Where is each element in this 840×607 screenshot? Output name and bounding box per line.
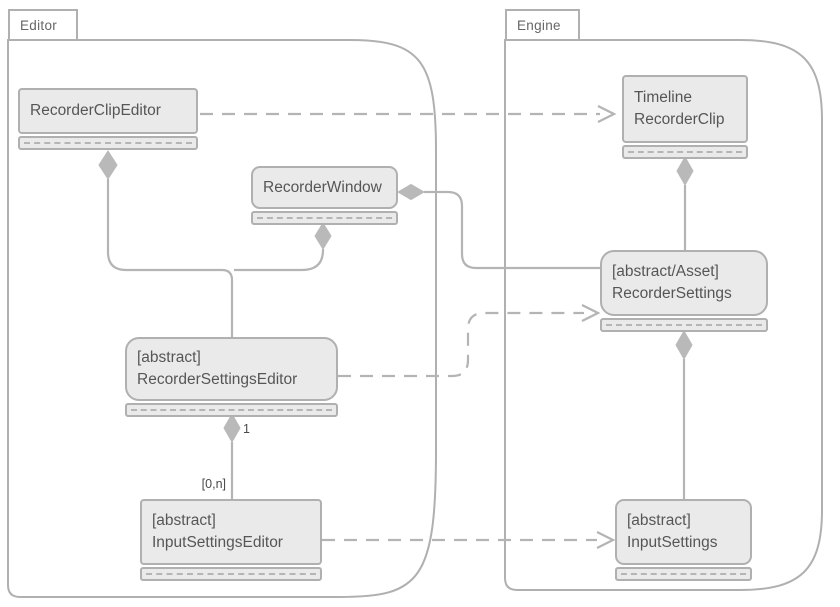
node-recorder-settings-editor-compartment bbox=[125, 403, 338, 417]
engine-package-outline bbox=[504, 39, 823, 591]
node-timeline-recorder-clip-compartment bbox=[622, 145, 748, 159]
node-recorder-clip-editor-title: RecorderClipEditor bbox=[18, 88, 198, 134]
node-stereotype: [abstract] bbox=[152, 512, 216, 529]
node-label-line2: RecorderClip bbox=[634, 111, 725, 128]
node-input-settings-editor-title: [abstract] InputSettingsEditor bbox=[140, 499, 322, 565]
node-label: RecorderSettingsEditor bbox=[137, 371, 298, 388]
node-input-settings-editor-compartment bbox=[140, 567, 322, 581]
node-label: RecorderClipEditor bbox=[30, 102, 161, 119]
edge-recorder-window-to-recorder-settings bbox=[424, 190, 600, 270]
node-stereotype: [abstract] bbox=[137, 349, 201, 366]
aggregation-diamond-settings-editor bbox=[223, 412, 241, 444]
aggregation-diamond-recorder-window-right bbox=[396, 183, 426, 201]
compartment-dash bbox=[24, 142, 192, 144]
node-input-settings-title: [abstract] InputSettings bbox=[615, 499, 752, 565]
compartment-dash bbox=[146, 573, 316, 575]
engine-package-label: Engine bbox=[517, 17, 561, 33]
editor-package-label: Editor bbox=[20, 17, 58, 33]
multiplicity-label-one: 1 bbox=[243, 422, 250, 436]
node-recorder-settings: [abstract/Asset] RecorderSettings bbox=[600, 250, 768, 332]
compartment-dash bbox=[257, 217, 392, 219]
node-input-settings-editor: [abstract] InputSettingsEditor bbox=[140, 499, 322, 581]
multiplicity-label-zero-n: [0,n] bbox=[201, 477, 226, 491]
node-recorder-window-compartment bbox=[251, 211, 398, 225]
node-stereotype: [abstract/Asset] bbox=[612, 263, 719, 280]
node-input-settings: [abstract] InputSettings bbox=[615, 499, 752, 581]
node-recorder-window-title: RecorderWindow bbox=[251, 166, 398, 209]
node-label: RecorderSettings bbox=[612, 285, 732, 302]
node-label: InputSettings bbox=[627, 534, 718, 551]
node-label-line1: Timeline bbox=[634, 89, 692, 106]
node-recorder-settings-editor-title: [abstract] RecorderSettingsEditor bbox=[125, 337, 338, 401]
edge-clip-editor-to-settings-editor bbox=[106, 179, 234, 337]
node-timeline-recorder-clip: Timeline RecorderClip bbox=[622, 75, 748, 159]
node-timeline-recorder-clip-title: Timeline RecorderClip bbox=[622, 75, 748, 143]
editor-package-outline bbox=[7, 39, 437, 598]
node-input-settings-compartment bbox=[615, 567, 752, 581]
aggregation-diamond-clip-editor bbox=[98, 150, 118, 180]
compartment-dash bbox=[131, 409, 332, 411]
aggregation-diamond-recorder-settings bbox=[675, 329, 693, 361]
aggregation-diamond-timeline-clip bbox=[676, 155, 694, 187]
compartment-dash bbox=[606, 324, 762, 326]
node-label: InputSettingsEditor bbox=[152, 534, 283, 551]
node-recorder-settings-editor: [abstract] RecorderSettingsEditor bbox=[125, 337, 338, 417]
node-label: RecorderWindow bbox=[263, 178, 382, 196]
node-recorder-clip-editor-compartment bbox=[18, 136, 198, 150]
compartment-dash bbox=[621, 573, 746, 575]
node-recorder-settings-title: [abstract/Asset] RecorderSettings bbox=[600, 250, 768, 316]
node-recorder-settings-compartment bbox=[600, 318, 768, 332]
node-stereotype: [abstract] bbox=[627, 512, 691, 529]
editor-package-tab: Editor bbox=[8, 9, 78, 41]
engine-package-tab: Engine bbox=[505, 9, 580, 41]
edge-recorder-window-to-settings-editor bbox=[234, 249, 325, 272]
node-recorder-window: RecorderWindow bbox=[251, 166, 398, 225]
open-arrowhead-input-settings bbox=[596, 531, 616, 549]
compartment-dash bbox=[628, 151, 742, 153]
open-arrowhead-recorder-settings bbox=[581, 304, 601, 322]
aggregation-diamond-recorder-window-bottom bbox=[314, 222, 332, 250]
node-recorder-clip-editor: RecorderClipEditor bbox=[18, 88, 198, 150]
open-arrowhead-timeline-clip bbox=[597, 105, 617, 123]
edge-settings-editor-to-recorder-settings bbox=[338, 311, 584, 378]
